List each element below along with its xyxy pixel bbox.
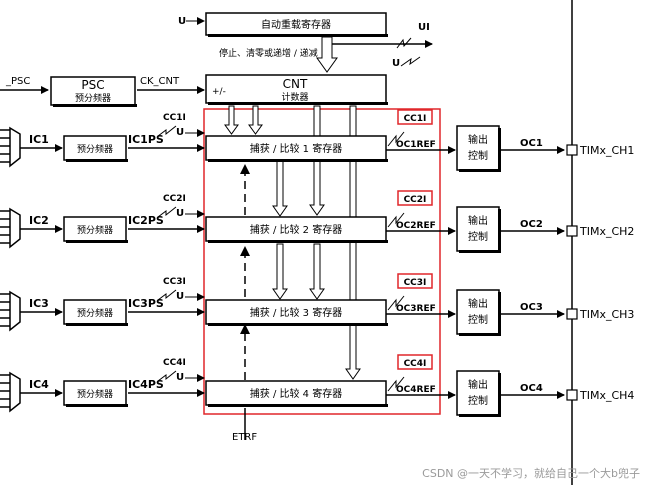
pin-label: TIMx_CH4 xyxy=(579,389,634,402)
cci-label: CC3I xyxy=(163,277,186,287)
channel-4: IC4 预分频器 IC4PS CC4I U 捕获 / 比较 4 寄存器 CC4I OC4REF… xyxy=(0,354,634,417)
u-label: U xyxy=(176,291,184,302)
oc-label: OC1 xyxy=(520,138,543,149)
oc-label: OC3 xyxy=(520,302,543,313)
prescaler-label: 预分频器 xyxy=(77,307,113,319)
register-label: 捕获 / 比较 3 寄存器 xyxy=(250,306,342,319)
etrf-label: ETRF xyxy=(232,432,257,443)
ccflag-box xyxy=(397,190,433,206)
cci-label: CC1I xyxy=(163,113,186,123)
mode-caption: 停止、清零或递增 / 递减 xyxy=(219,47,318,59)
capture-compare-register xyxy=(205,380,387,406)
prescaler-label: 预分频器 xyxy=(77,224,113,236)
output-ctrl-line2: 控制 xyxy=(468,230,488,243)
pin-square xyxy=(566,225,578,237)
ic-label: IC2 xyxy=(29,214,49,227)
icps-label: IC3PS xyxy=(128,297,164,310)
icps-label: IC1PS xyxy=(128,133,164,146)
output-ctrl-line1: 输出 xyxy=(468,297,488,310)
psc-prescaler-box: PSC 预分频器 xyxy=(50,76,137,107)
capture-compare-highlight xyxy=(203,108,441,415)
capture-compare-register xyxy=(205,216,387,242)
psc-title: PSC xyxy=(81,78,104,92)
ccflag-label: CC2I xyxy=(404,195,427,205)
u-label: U xyxy=(176,372,184,383)
auto-reload-register: 自动重载寄存器 xyxy=(205,12,388,37)
output-control-box xyxy=(456,125,500,171)
oc-label: OC2 xyxy=(520,219,543,230)
register-label: 捕获 / 比较 2 寄存器 xyxy=(250,223,342,236)
ui-label: UI xyxy=(418,22,430,33)
output-ctrl-line1: 输出 xyxy=(468,214,488,227)
pin-label: TIMx_CH1 xyxy=(579,144,634,157)
channel-1: IC1 预分频器 IC1PS CC1I U 捕获 / 比较 1 寄存器 CC1I OC1REF… xyxy=(0,109,634,172)
watermark: CSDN @一天不学习，就给自己一个大b兜子 xyxy=(422,466,640,480)
cci-label: CC2I xyxy=(163,194,186,204)
icps-label: IC2PS xyxy=(128,214,164,227)
ccflag-box xyxy=(397,109,433,125)
output-ctrl-line2: 控制 xyxy=(468,149,488,162)
ccflag-label: CC4I xyxy=(404,359,427,369)
pin-square xyxy=(566,144,578,156)
ccflag-label: CC1I xyxy=(404,114,427,124)
u-label: U xyxy=(176,208,184,219)
output-ctrl-line2: 控制 xyxy=(468,394,488,407)
input-mux-icon xyxy=(9,207,21,249)
input-mux-icon xyxy=(9,126,21,168)
register-label: 捕获 / 比较 1 寄存器 xyxy=(250,142,342,155)
oc-label: OC4 xyxy=(520,383,543,394)
u-label-2: U xyxy=(392,58,400,69)
output-control-box xyxy=(456,289,500,335)
u-label: U xyxy=(178,16,186,27)
cnt-subtitle: 计数器 xyxy=(281,91,308,103)
output-control-box xyxy=(456,206,500,252)
updown-label: +/- xyxy=(212,87,226,97)
prescaler-box xyxy=(63,216,127,242)
pin-square xyxy=(566,389,578,401)
psc-input-label: _PSC xyxy=(5,76,30,87)
prescaler-box xyxy=(63,299,127,325)
output-ctrl-line1: 输出 xyxy=(468,378,488,391)
register-label: 捕获 / 比较 4 寄存器 xyxy=(250,387,342,400)
psc-subtitle: 预分频器 xyxy=(75,92,111,104)
output-control-box xyxy=(456,370,500,416)
output-ctrl-line1: 输出 xyxy=(468,133,488,146)
cnt-title: CNT xyxy=(283,77,308,91)
pin-label: TIMx_CH3 xyxy=(579,308,634,321)
u-label: U xyxy=(176,127,184,138)
ccflag-box xyxy=(397,354,433,370)
prescaler-label: 预分频器 xyxy=(77,143,113,155)
ocref-label: OC1REF xyxy=(396,140,436,150)
icps-label: IC4PS xyxy=(128,378,164,391)
prescaler-label: 预分频器 xyxy=(77,388,113,400)
ccflag-box xyxy=(397,273,433,289)
capture-compare-register xyxy=(205,135,387,161)
input-mux-icon xyxy=(9,290,21,332)
pin-square xyxy=(566,308,578,320)
pin-label: TIMx_CH2 xyxy=(579,225,634,238)
prescaler-box xyxy=(63,135,127,161)
ic-label: IC1 xyxy=(29,133,49,146)
ocref-label: OC4REF xyxy=(396,385,436,395)
ccflag-label: CC3I xyxy=(404,278,427,288)
ck-cnt-label: CK_CNT xyxy=(140,76,180,87)
ic-label: IC3 xyxy=(29,297,49,310)
ocref-label: OC2REF xyxy=(396,221,436,231)
output-ctrl-line2: 控制 xyxy=(468,313,488,326)
capture-compare-register xyxy=(205,299,387,325)
cnt-counter-box: CNT 计数器 +/- xyxy=(205,74,388,105)
channel-3: IC3 预分频器 IC3PS CC3I U 捕获 / 比较 3 寄存器 CC3I OC3REF… xyxy=(0,273,634,336)
cci-label: CC4I xyxy=(163,358,186,368)
input-mux-icon xyxy=(9,371,21,413)
ocref-label: OC3REF xyxy=(396,304,436,314)
auto-reload-label: 自动重载寄存器 xyxy=(261,18,331,31)
channel-2: IC2 预分频器 IC2PS CC2I U 捕获 / 比较 2 寄存器 CC2I OC2REF… xyxy=(0,190,634,253)
ic-label: IC4 xyxy=(29,378,49,391)
